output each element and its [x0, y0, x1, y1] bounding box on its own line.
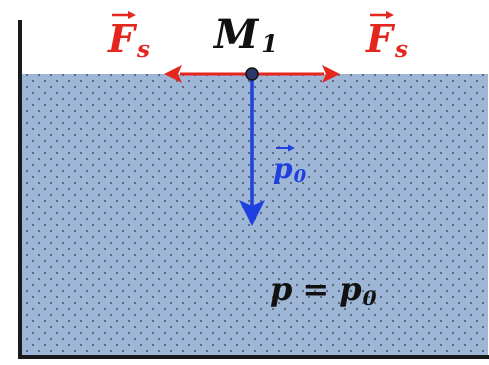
point-m1 — [245, 67, 259, 81]
surface-force-left-arrow — [164, 65, 252, 83]
svg-text:p0: p0 — [273, 152, 307, 187]
point-label-subscript: 1 — [261, 29, 278, 58]
surface-force-right-arrow — [252, 65, 340, 83]
force-right-label: Fs — [365, 11, 408, 63]
pressure-vector-label: p0 — [273, 144, 307, 187]
pressure-equation: p=p0 — [270, 270, 377, 310]
svg-text:Fs: Fs — [365, 16, 408, 63]
svg-text:Fs: Fs — [107, 16, 150, 63]
force-left-label: Fs — [107, 11, 150, 63]
pressure-arrow — [239, 78, 265, 226]
